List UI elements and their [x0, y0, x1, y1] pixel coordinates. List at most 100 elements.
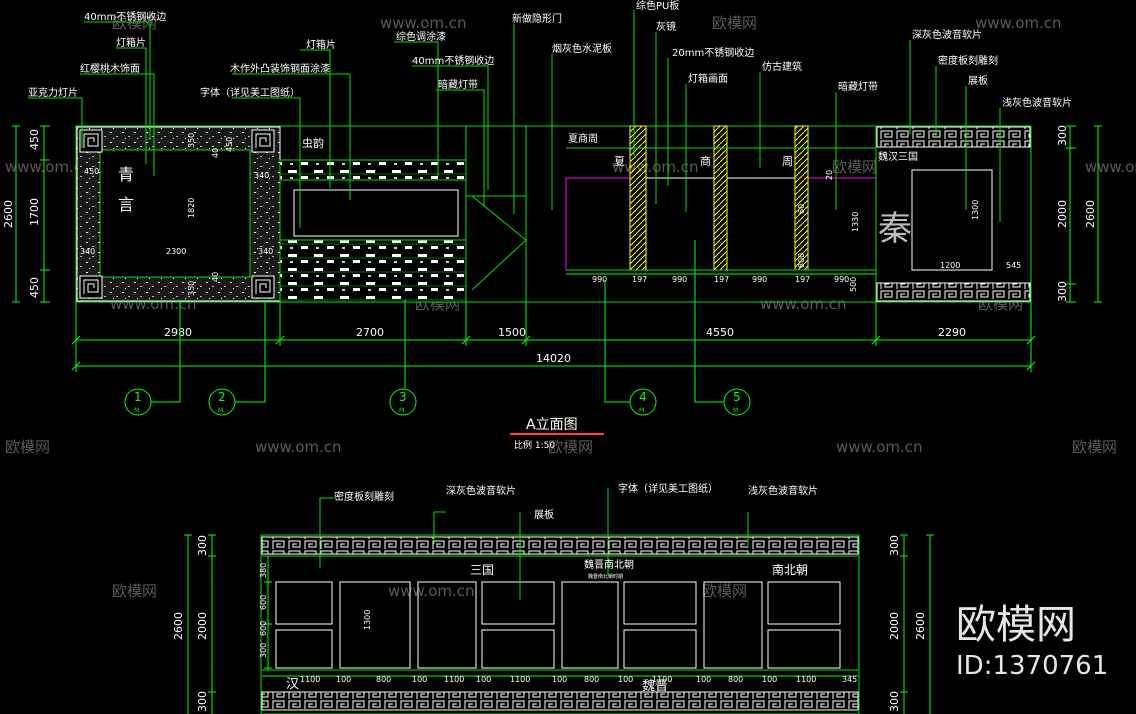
drawing-title-text: A立面图	[526, 417, 578, 433]
display-panel	[623, 629, 697, 669]
watermark-site: www.om.cn	[975, 14, 1062, 32]
dim-text: 990	[834, 275, 849, 284]
callout-label: 深灰色波音软片	[446, 484, 516, 497]
dim-text: 2600	[914, 612, 927, 640]
callout-label: 40mm不锈钢收边	[412, 54, 494, 67]
dim-text: 2980	[164, 326, 192, 339]
callout-label: 综色PU板	[636, 0, 679, 12]
callout-label: 仿古建筑	[762, 60, 802, 73]
stone-texture-panel	[279, 239, 467, 303]
elevation-a-side-dim-text: 450 1700 450 2600 300 2000 300 2600	[2, 125, 1097, 302]
callout-label: 红樱桃木饰面	[80, 62, 140, 75]
label-xia-shang-zhou: 夏商周	[568, 132, 598, 145]
callout-label: 字体（详见美工图纸）	[618, 482, 718, 495]
callout-label: 灯箱画面	[688, 72, 728, 85]
callout-label: 字体（详见美工图纸）	[200, 86, 300, 99]
label-sanguo: 三国	[470, 563, 494, 577]
dim-text: 350	[187, 133, 196, 148]
watermark-site: www.om.cn	[380, 14, 467, 32]
calligraphy-char: 言	[118, 195, 134, 214]
display-panel	[767, 629, 841, 669]
callout-label: 20mm不锈钢收边	[672, 46, 754, 59]
display-bay	[726, 177, 796, 271]
watermark-brand: 欧模网	[112, 14, 157, 32]
dim-text: 800	[797, 253, 806, 268]
dim-text: 800	[728, 675, 743, 684]
dim-text: 1100	[444, 675, 464, 684]
label-weihan-sanguo: 魏汉三国	[878, 150, 918, 163]
dim-text: 1820	[187, 198, 196, 218]
dim-text: 2700	[356, 326, 384, 339]
dim-text: 1100	[300, 675, 320, 684]
watermark-site: www.om.cn	[388, 582, 475, 600]
axis-sub: M	[134, 407, 139, 414]
display-bay	[565, 177, 631, 271]
elevation-a-side-dims	[12, 125, 1102, 303]
label-subtitle: 魏晋南北朝时期	[588, 573, 623, 580]
callout-label: 40mm不锈钢收边	[84, 10, 166, 23]
dim-text: 2000	[1056, 200, 1069, 228]
callout-label: 暗藏灯带	[438, 78, 478, 91]
callout-label: 密度板刻雕刻	[334, 490, 394, 503]
label-han: 汉	[286, 677, 299, 692]
dim-text: 345	[842, 675, 857, 684]
callout-label: 灰镜	[656, 20, 676, 33]
dim-text: 450	[28, 129, 41, 150]
dim-text: 990	[592, 275, 607, 284]
dim-text: 197	[714, 275, 729, 284]
dim-text: 100	[336, 675, 351, 684]
dim-text: 40	[211, 148, 220, 158]
axis-sub: M	[733, 407, 738, 414]
elevation-a-callouts: 40mm不锈钢收边 灯箱片 红樱桃木饰面 亚克力灯片 灯箱片 木作外凸装饰钢面涂…	[28, 0, 1072, 109]
drawing-title: A立面图 比例 1:50	[510, 417, 604, 451]
calligraphy-char: 青	[118, 165, 134, 184]
elevation-a-small-dims: 450 340 340 2300 1820 350 350 40 40 1200…	[80, 133, 1021, 296]
drawing-scale: 比例 1:50	[514, 439, 555, 451]
dim-text: 1100	[510, 675, 530, 684]
axis-label: 3	[399, 390, 407, 404]
dim-text: 450	[225, 137, 234, 152]
dim-text: 340	[80, 247, 95, 256]
dim-text: 300	[1056, 281, 1069, 302]
callout-label: 新做隐形门	[512, 12, 562, 25]
exhibition-board	[911, 169, 993, 271]
dim-text: 600	[259, 595, 268, 610]
callout-label: 综色调涂漆	[396, 30, 446, 43]
display-panel	[275, 581, 333, 625]
dim-text: 545	[1006, 261, 1021, 270]
axis-label: 5	[733, 390, 741, 404]
dim-text: 800	[376, 675, 391, 684]
watermark-brand: 欧模网	[1072, 438, 1117, 456]
dim-text: 990	[752, 275, 767, 284]
elevation-b	[260, 488, 860, 714]
dim-text: 100	[618, 675, 633, 684]
callout-label: 灯箱片	[116, 36, 146, 49]
dim-text: 1300	[363, 610, 372, 630]
dim-text: 100	[552, 675, 567, 684]
dim-text: 1330	[851, 212, 860, 232]
axis-label: 4	[639, 390, 647, 404]
dim-text: 1500	[498, 326, 526, 339]
callout-label: 浅灰色波音软片	[748, 484, 818, 497]
corner-ornament	[251, 129, 275, 153]
axis-markers: 1 2 3 4 5 M M M M M	[124, 240, 751, 416]
watermark-brand: 欧模网	[5, 438, 50, 456]
dim-text: 2600	[2, 200, 15, 228]
dim-text: 1100	[796, 675, 816, 684]
dim-text: 2000	[888, 612, 901, 640]
dim-text: 500	[849, 277, 858, 292]
elevation-b-outline	[260, 534, 860, 714]
dim-text: 1100	[652, 675, 672, 684]
lightbox-panel	[99, 149, 251, 278]
callout-label: 灯箱片	[306, 38, 336, 51]
elevation-b-callouts: 密度板刻雕刻 深灰色波音软片 展板 字体（详见美工图纸） 浅灰色波音软片 三国 …	[286, 482, 818, 694]
callout-label: 展板	[968, 74, 988, 87]
axis-label: 2	[218, 390, 226, 404]
dim-text: 100	[412, 675, 427, 684]
watermark-brand: 欧模网	[112, 582, 157, 600]
carved-border-bottom	[261, 691, 859, 711]
carved-border-top	[876, 126, 1031, 148]
elevation-a-inner-text: 虫韵 夏商周 夏 商 周 魏汉三国 秦 青 言	[118, 132, 918, 249]
